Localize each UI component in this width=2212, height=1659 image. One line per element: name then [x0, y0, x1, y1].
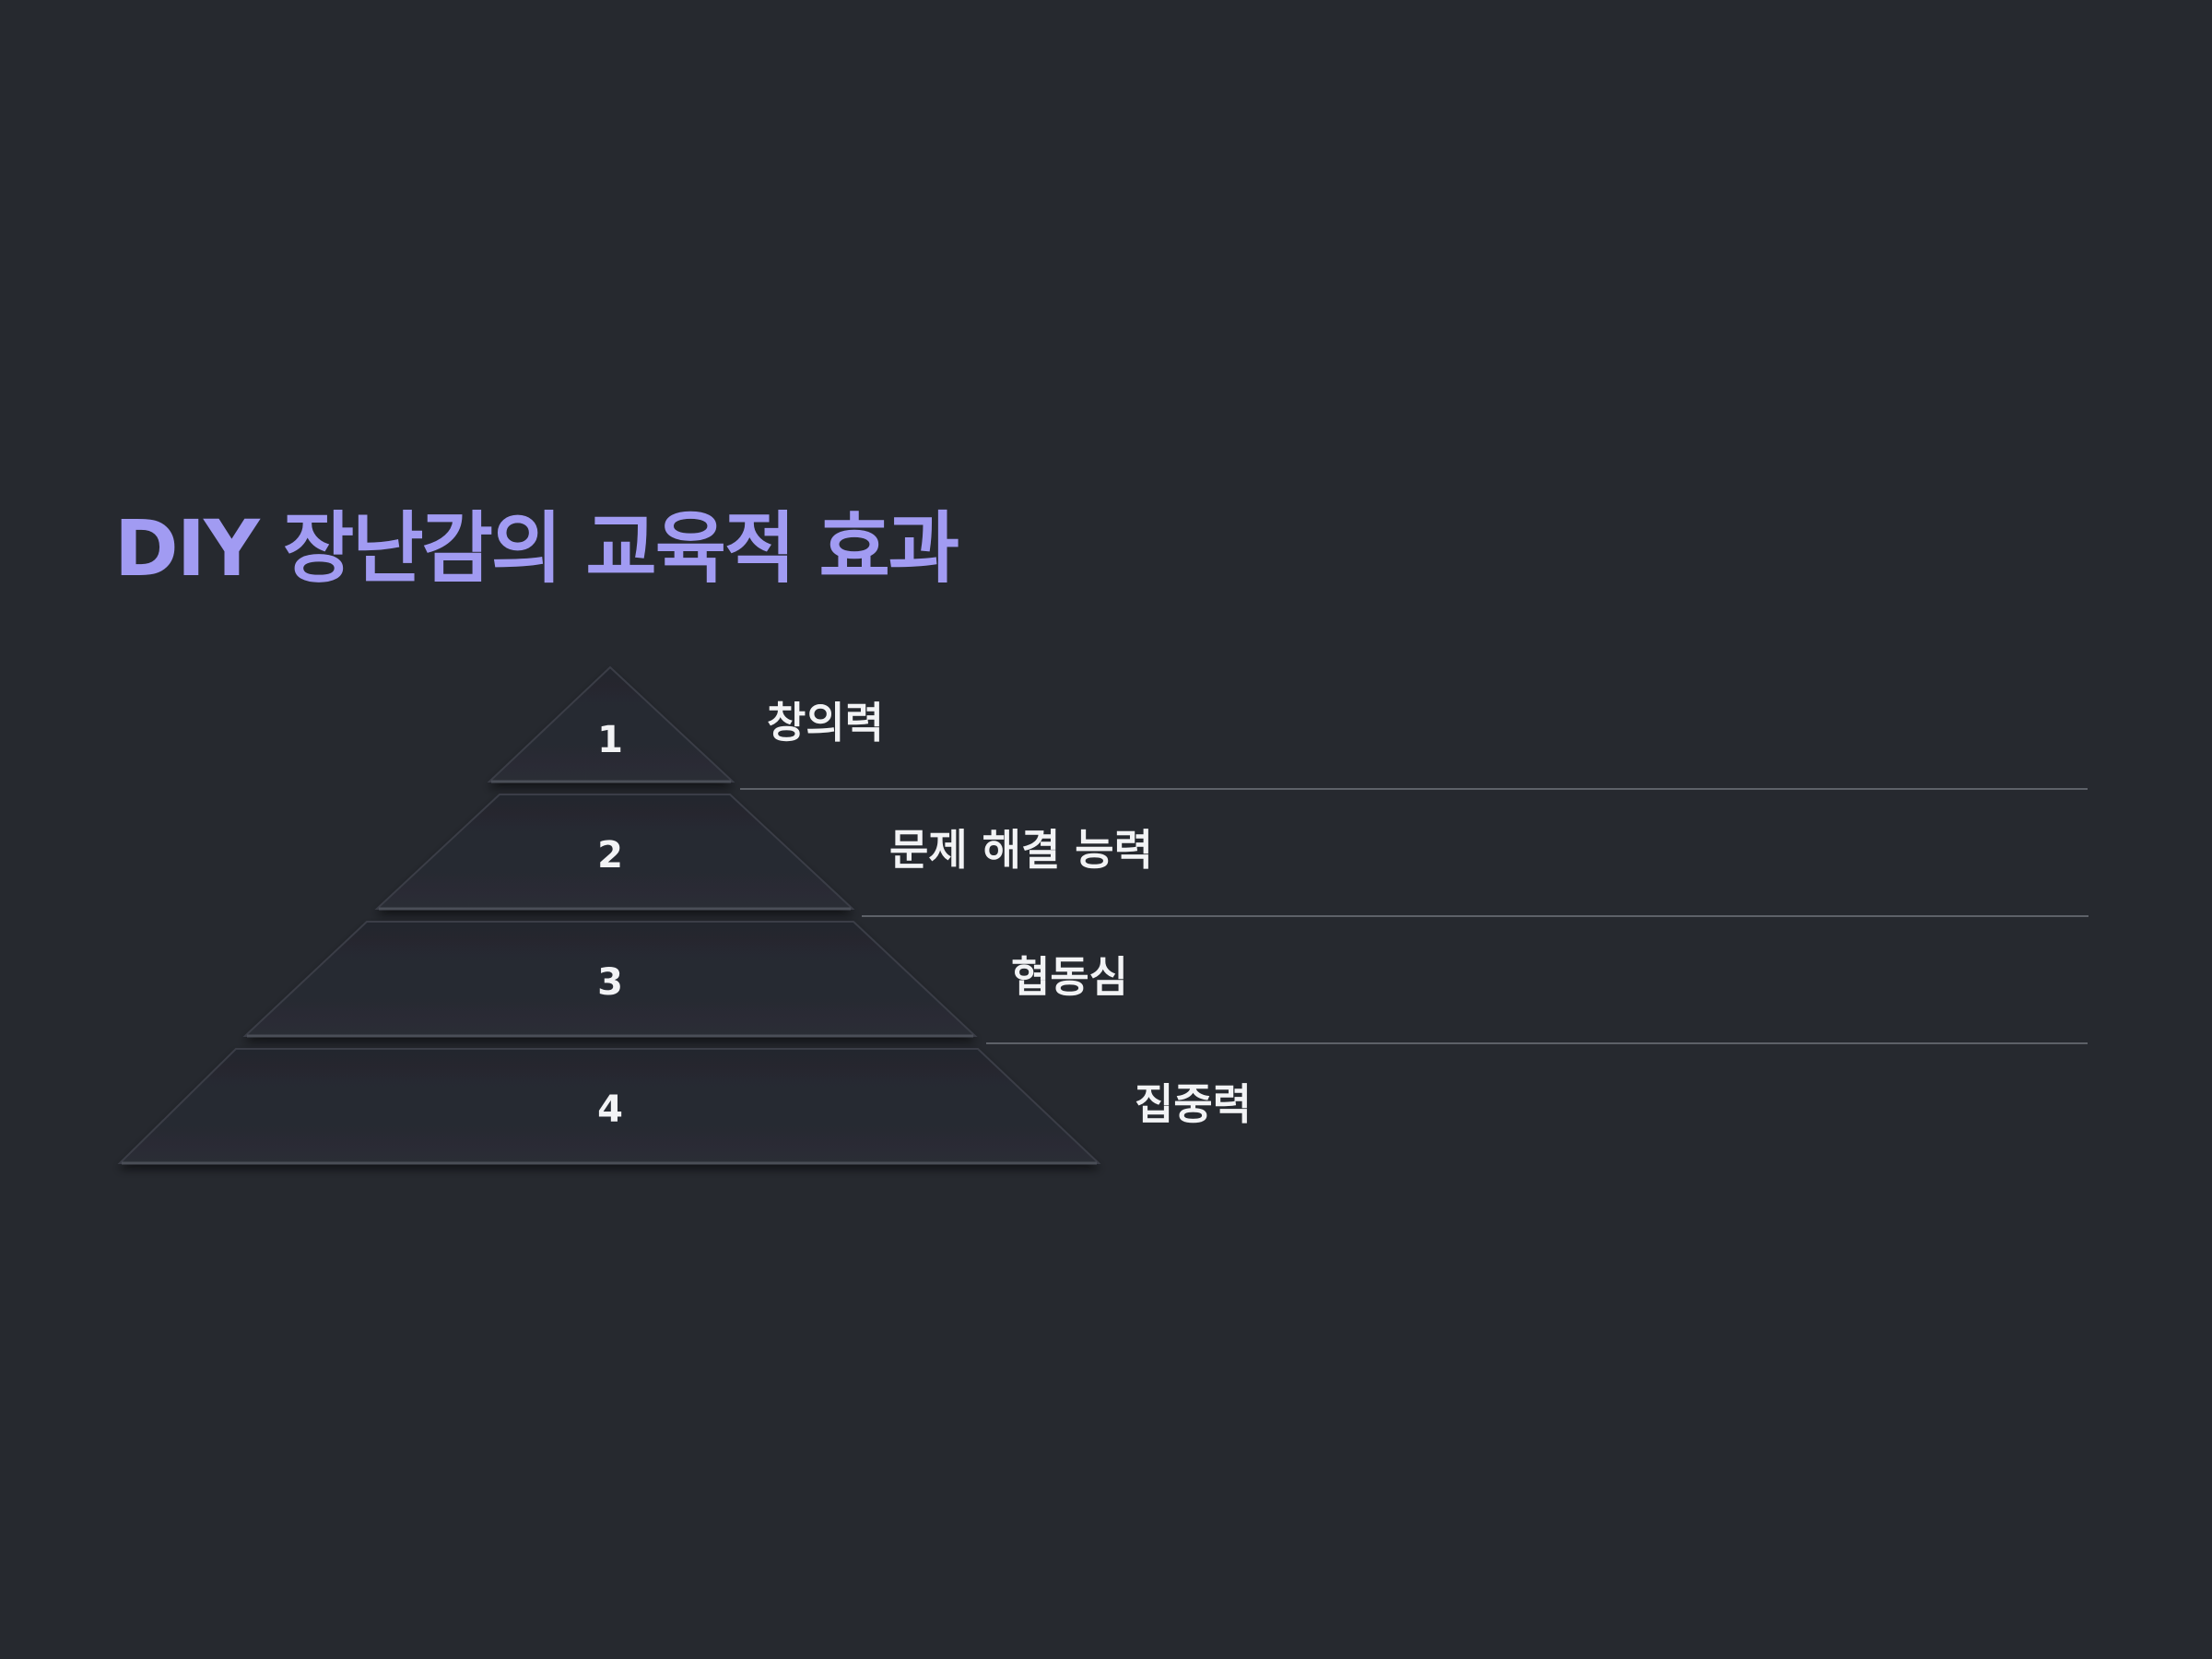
- pyramid-tier-3: [242, 921, 978, 1037]
- pyramid-level-2: 2 문제 해결 능력: [374, 794, 2088, 917]
- pyramid-tier-2: [374, 794, 855, 910]
- pyramid-tier-4: [117, 1048, 1101, 1164]
- level-number-2: 2: [597, 834, 623, 877]
- level-label-2: 문제 해결 능력: [889, 825, 1153, 875]
- level-number-1: 1: [597, 719, 623, 761]
- level-label-1: 창의력: [767, 698, 884, 747]
- pyramid-level-4: 4 집중력: [117, 1048, 1252, 1165]
- level-label-4: 집중력: [1135, 1079, 1252, 1129]
- level-number-4: 4: [597, 1088, 623, 1131]
- level-number-3: 3: [597, 961, 623, 1004]
- level-label-3: 협동심: [1011, 952, 1128, 1002]
- pyramid-level-3: 3 협동심: [242, 921, 2088, 1044]
- slide-title: DIY 장난감의 교육적 효과: [114, 503, 959, 594]
- pyramid-level-1: 1 창의력: [487, 665, 2088, 790]
